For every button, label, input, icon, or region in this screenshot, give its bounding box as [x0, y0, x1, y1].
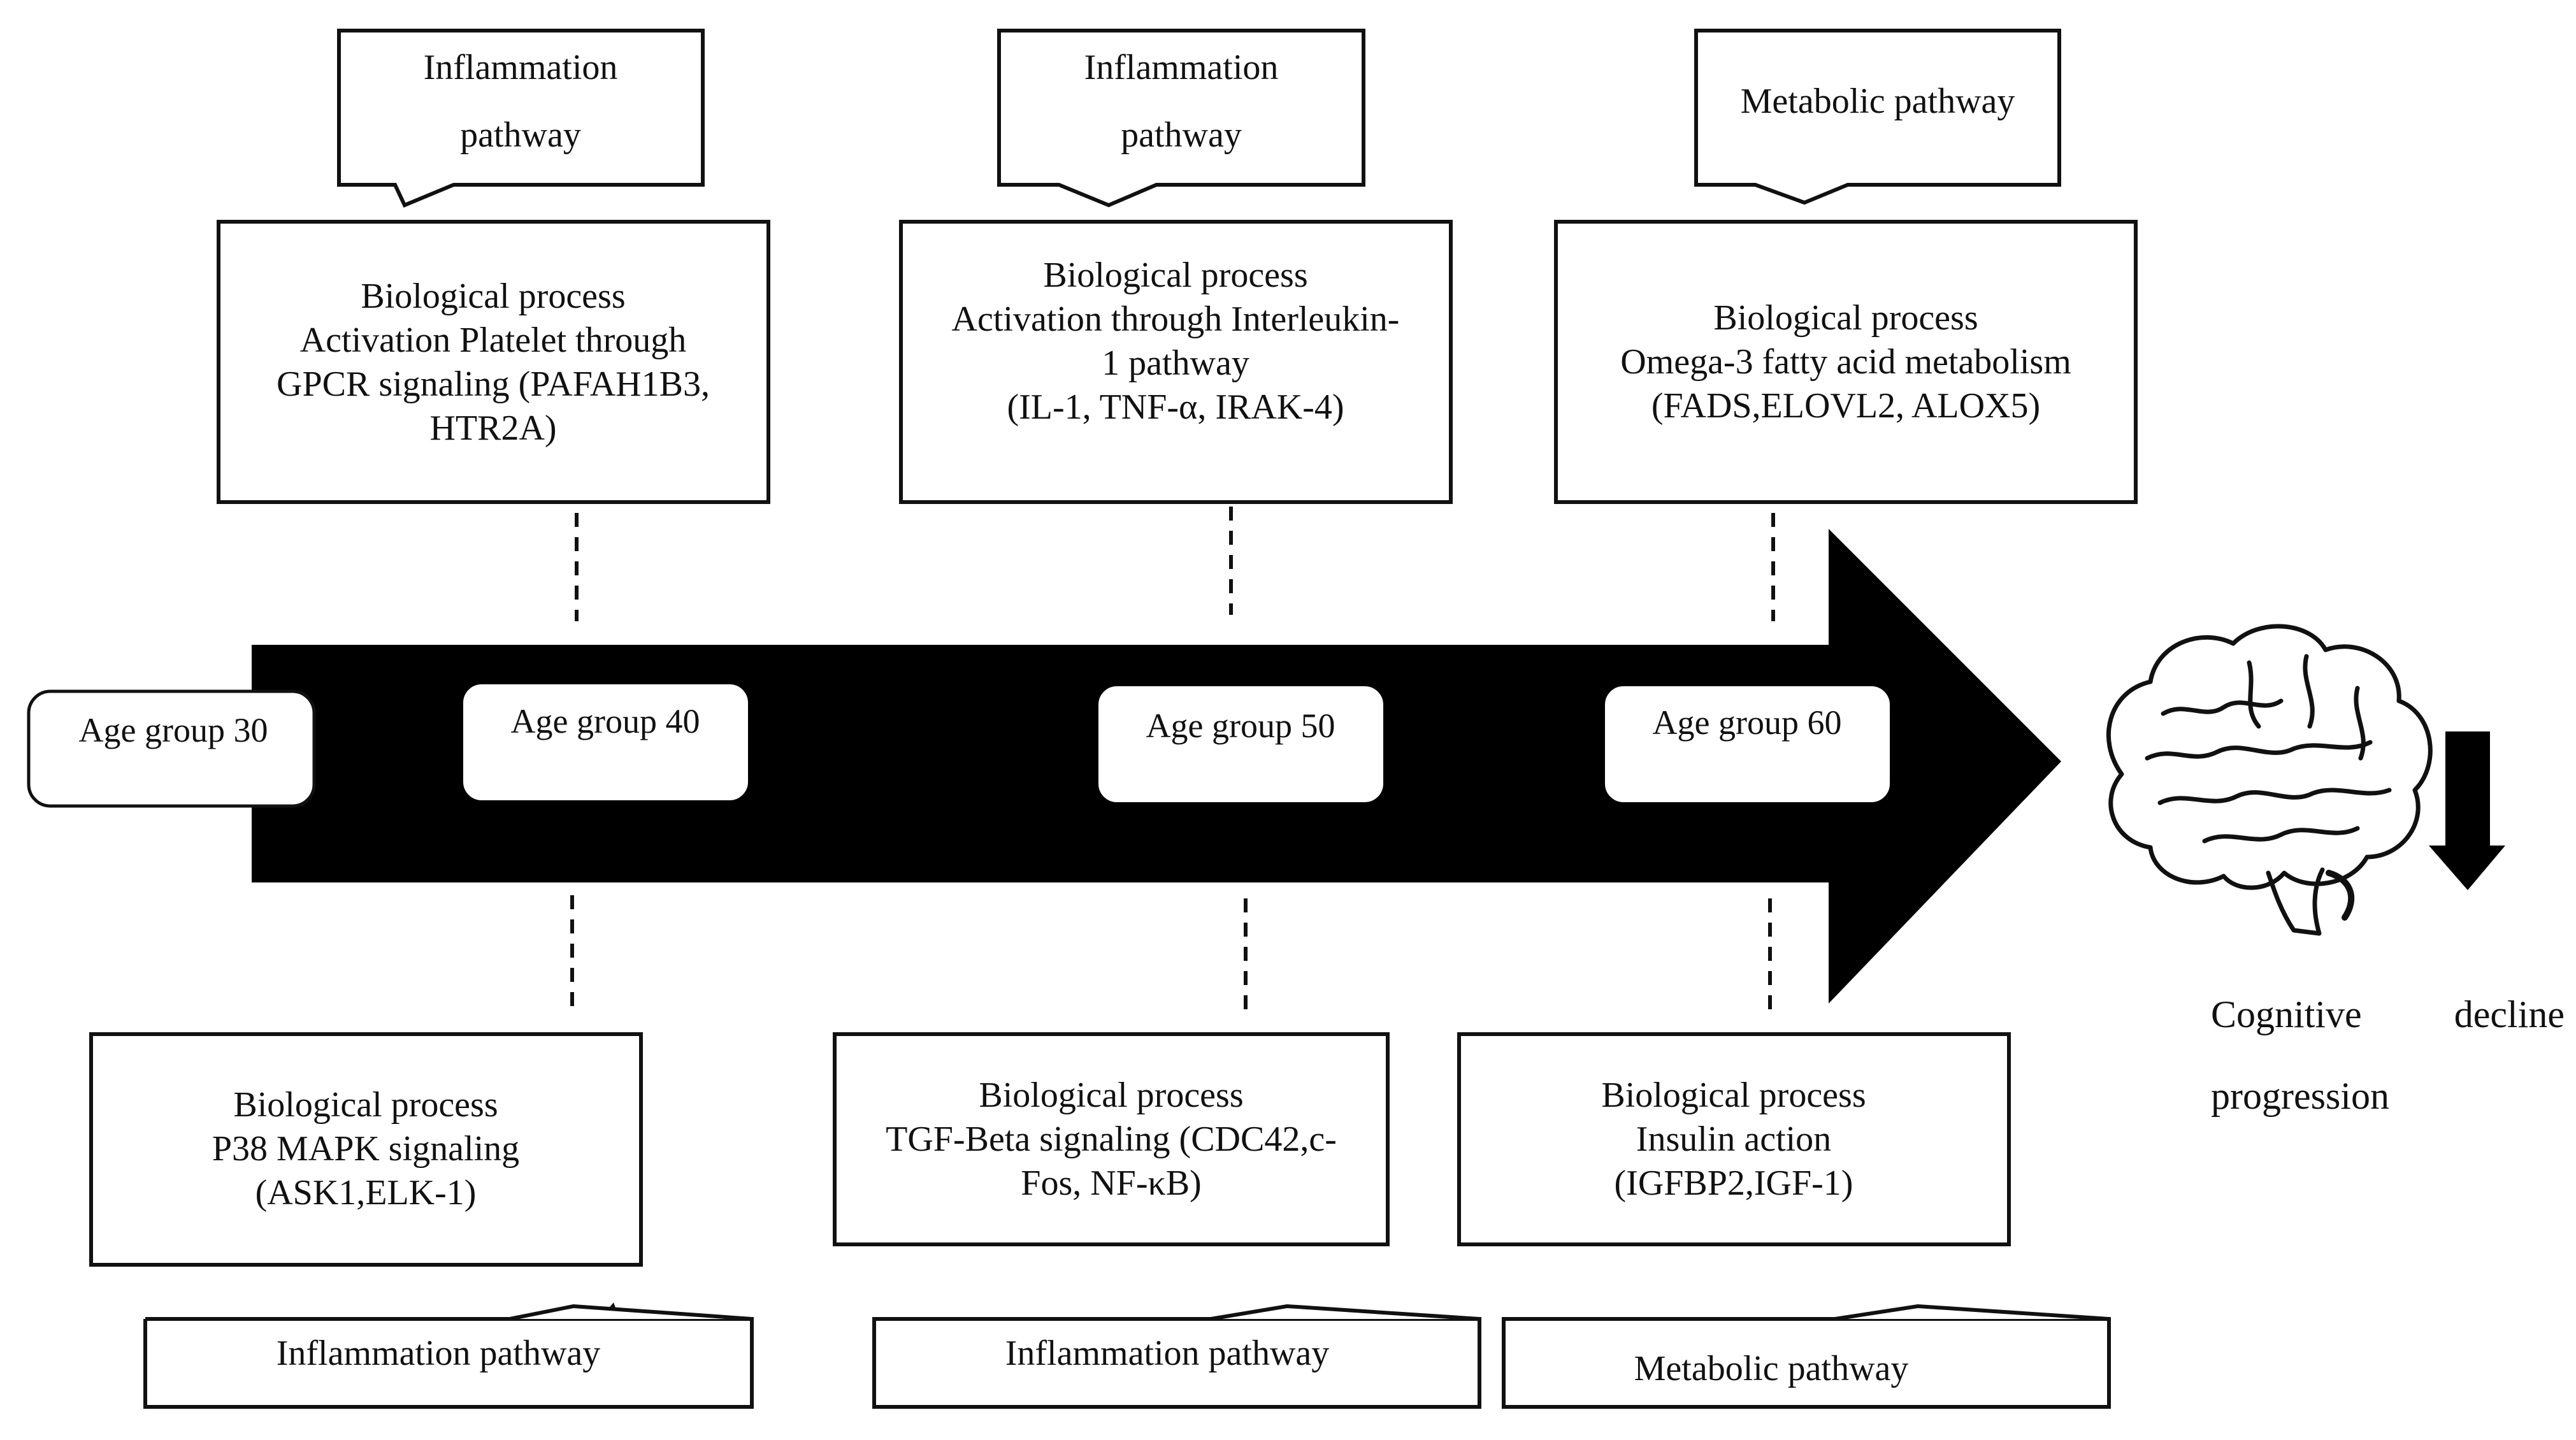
bottom-process-3-line-3: (IGFBP2,IGF-1) — [1615, 1163, 1853, 1203]
top-process-3-line-1: Biological process — [1713, 298, 1978, 338]
bottom-pathway-2-label: Inflammation pathway — [1005, 1334, 1330, 1373]
top-pathway-1-line-1: Inflammation — [424, 48, 618, 87]
callout-peak-1 — [145, 1304, 752, 1321]
top-process-1-line-2: Activation Platelet through — [300, 320, 687, 360]
top-pathway-callout-2: Inflammation pathway — [997, 29, 1365, 208]
callout-peak-3 — [1504, 1304, 2110, 1321]
bottom-process-3-line-1: Biological process — [1601, 1076, 1866, 1115]
top-pathway-callout-1: Inflammation pathway — [337, 29, 705, 208]
top-process-1-line-3: GPCR signaling (PAFAH1B3, — [277, 364, 710, 404]
bottom-pathway-3-label: Metabolic pathway — [1634, 1349, 1909, 1388]
bottom-process-box-2: Biological process TGF-Beta signaling (C… — [833, 1032, 1390, 1246]
top-process-2-line-4: (IL-1, TNF-α, IRAK-4) — [1007, 387, 1344, 427]
top-process-2-line-3: 1 pathway — [1102, 343, 1249, 383]
top-process-2-line-2: Activation through Interleukin- — [952, 299, 1400, 339]
bottom-process-3-line-2: Insulin action — [1636, 1120, 1831, 1159]
top-process-3-line-3: (FADS,ELOVL2, ALOX5) — [1651, 386, 2040, 426]
top-pathway-2-line-2: pathway — [1121, 115, 1242, 155]
bottom-pathway-callout-3: Metabolic pathway — [1502, 1317, 2111, 1409]
bottom-process-2-line-3: Fos, NF-κB) — [1021, 1163, 1201, 1203]
top-process-2-line-1: Biological process — [1043, 256, 1307, 295]
callout-peak-2 — [874, 1304, 1480, 1321]
bottom-process-box-1: Biological process P38 MAPK signaling (A… — [89, 1032, 643, 1267]
bottom-process-1-line-2: P38 MAPK signaling — [212, 1129, 519, 1169]
age-group-60-label: Age group 60 — [1653, 703, 1842, 742]
bottom-process-1-line-1: Biological process — [233, 1085, 498, 1125]
bottom-pathway-1-label: Inflammation pathway — [277, 1334, 601, 1373]
top-process-3-line-2: Omega-3 fatty acid metabolism — [1620, 342, 2071, 382]
top-pathway-1-line-2: pathway — [460, 115, 581, 155]
top-process-box-2: Biological process Activation through In… — [899, 220, 1453, 504]
age-group-60: Age group 60 — [1605, 686, 1890, 802]
top-process-1-line-4: HTR2A) — [429, 408, 556, 448]
bottom-process-2-line-2: TGF-Beta signaling (CDC42,c- — [886, 1120, 1337, 1159]
age-group-30: Age group 30 — [27, 689, 316, 808]
outcome-line-2: progression — [2211, 1075, 2389, 1117]
top-pathway-3-line-1: Metabolic pathway — [1741, 82, 2015, 121]
top-pathway-2-line-1: Inflammation — [1084, 48, 1279, 87]
age-group-50: Age group 50 — [1098, 686, 1383, 802]
age-group-40-label: Age group 40 — [511, 702, 700, 740]
bottom-process-2-line-1: Biological process — [979, 1076, 1243, 1115]
bottom-pathway-callout-2: Inflammation pathway — [872, 1317, 1481, 1409]
bottom-pathway-callout-1: Inflammation pathway — [143, 1302, 754, 1409]
down-arrow-icon — [2429, 731, 2505, 890]
outcome-word-1: Cognitive — [2211, 993, 2362, 1035]
bottom-process-1-line-3: (ASK1,ELK-1) — [255, 1173, 477, 1213]
brain-icon — [2106, 624, 2433, 936]
age-group-50-label: Age group 50 — [1146, 707, 1335, 745]
bottom-process-box-3: Biological process Insulin action (IGFBP… — [1457, 1032, 2011, 1246]
top-process-1-line-1: Biological process — [361, 277, 625, 316]
top-pathway-callout-3: Metabolic pathway — [1694, 29, 2061, 205]
age-group-30-label: Age group 30 — [79, 711, 268, 749]
age-group-40: Age group 40 — [463, 684, 748, 800]
outcome-word-2: decline — [2454, 993, 2565, 1035]
top-process-box-3: Biological process Omega-3 fatty acid me… — [1554, 220, 2138, 504]
top-process-box-1: Biological process Activation Platelet t… — [217, 220, 770, 504]
